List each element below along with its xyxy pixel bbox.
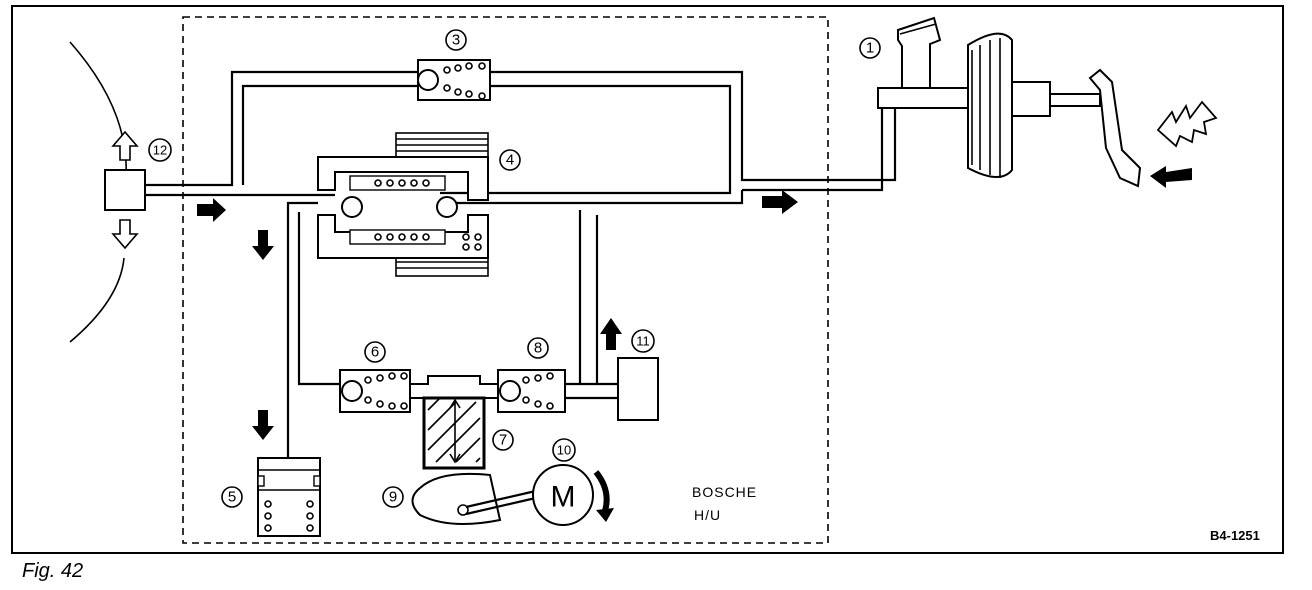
wheel-cylinder — [104, 169, 146, 211]
svg-text:12: 12 — [153, 143, 167, 158]
check-valve-bypass-line — [490, 70, 897, 182]
master-cylinder-1 — [877, 16, 969, 109]
svg-text:11: 11 — [636, 334, 650, 349]
flow-arrow-down-icon — [252, 230, 274, 260]
brake-booster — [967, 32, 1101, 178]
callout-5: 5 — [221, 486, 243, 508]
wheel-arc — [69, 41, 128, 179]
master-cylinder-line — [742, 108, 884, 192]
pump-inlet-line — [297, 212, 340, 386]
svg-text:6: 6 — [371, 344, 379, 361]
svg-text:3: 3 — [452, 32, 460, 49]
pedal-push-arrow-icon — [1150, 166, 1192, 188]
unit-label-line-2: H/U — [694, 507, 721, 523]
svg-text:7: 7 — [499, 432, 507, 449]
pump-valve-body — [409, 375, 499, 399]
brake-pedal — [1088, 68, 1142, 188]
wheel-brake-line — [145, 70, 418, 187]
flow-arrow-right-icon — [197, 198, 226, 222]
callout-4: 4 — [499, 149, 521, 171]
delivery-valve-8 — [497, 369, 566, 413]
svg-text:10: 10 — [557, 443, 571, 458]
svg-text:5: 5 — [228, 489, 236, 506]
wheel-arc — [69, 257, 125, 343]
check-valve-bypass-line-inner — [241, 84, 418, 185]
svg-text:8: 8 — [534, 340, 542, 357]
wheel-down-arrow-icon — [111, 219, 139, 250]
figure-frame — [11, 5, 1284, 554]
flow-arrow-right-icon — [762, 190, 798, 214]
wheel-up-arrow-icon — [111, 130, 139, 161]
motor-rotation-arrow-icon — [593, 470, 610, 516]
outlet-line — [440, 190, 744, 205]
damper-chamber-11 — [617, 357, 659, 421]
callout-6: 6 — [364, 341, 386, 363]
callout-11: 11 — [631, 329, 655, 353]
callout-7: 7 — [492, 429, 514, 451]
flow-arrow-down-icon — [252, 410, 274, 440]
pump-piston-7 — [422, 396, 486, 470]
callout-10: 10 — [552, 438, 576, 462]
motor-rotation-arrowhead-icon — [596, 508, 614, 522]
svg-text:9: 9 — [389, 489, 397, 506]
callout-8: 8 — [527, 337, 549, 359]
pump-motor-10 — [532, 464, 594, 526]
callout-3: 3 — [445, 29, 467, 51]
reservoir-5 — [257, 457, 321, 537]
callout-9: 9 — [382, 486, 404, 508]
callout-1: 1 — [859, 37, 881, 59]
flow-arrow-up-icon — [600, 318, 622, 350]
motor-letter: M — [551, 481, 576, 514]
check-valve-3 — [417, 59, 491, 101]
figure-code: B4-1251 — [1210, 528, 1260, 543]
eccentric-cam-9 — [411, 472, 541, 525]
solenoid-valve-4 — [317, 132, 489, 277]
return-line — [440, 84, 732, 195]
pedal-force-arrows-icon — [1156, 100, 1218, 148]
unit-label-line-1: BOSCHE — [692, 484, 757, 500]
svg-text:4: 4 — [506, 152, 514, 169]
callout-12: 12 — [148, 138, 172, 162]
reservoir-line — [286, 201, 318, 458]
hydraulic-unit-boundary — [182, 16, 829, 544]
figure-caption: Fig. 42 — [22, 560, 84, 582]
suction-valve-6 — [339, 369, 411, 413]
svg-text:1: 1 — [866, 40, 874, 57]
